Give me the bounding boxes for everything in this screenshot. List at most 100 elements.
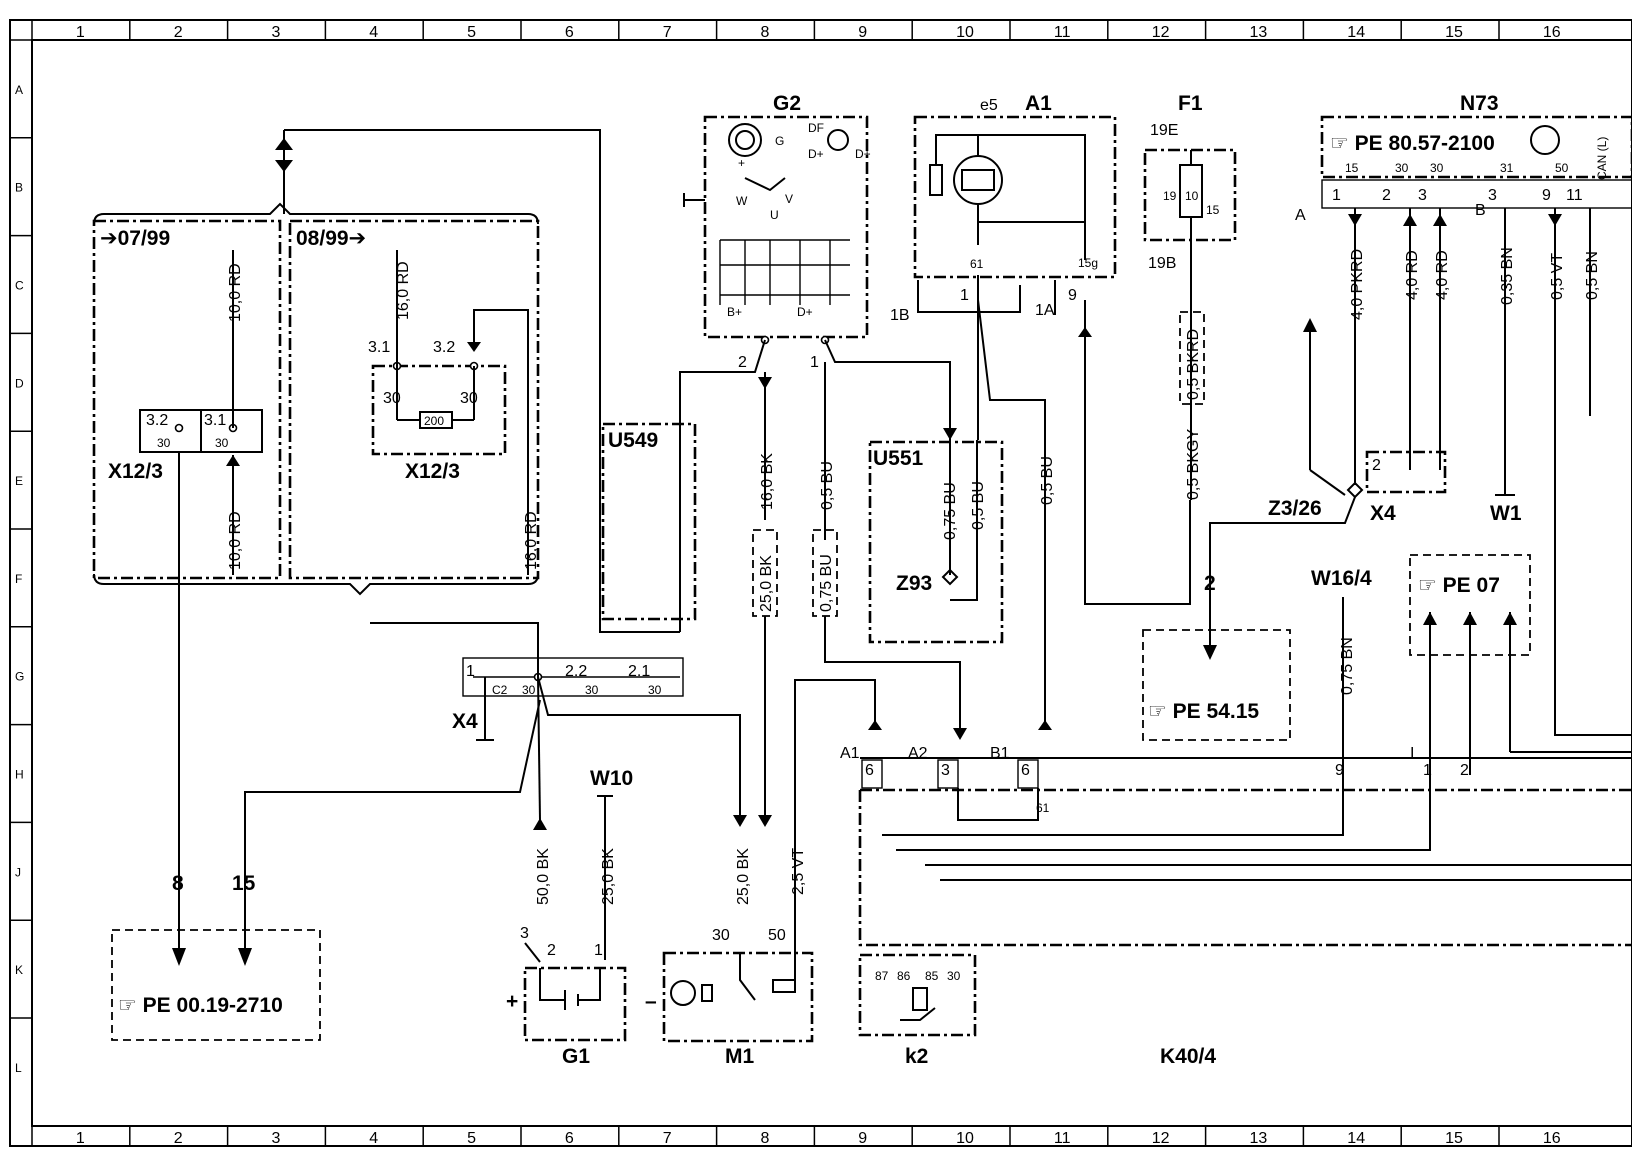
svg-text:B: B <box>1475 202 1486 219</box>
x4-main-label: X4 <box>452 710 478 733</box>
wire-50bk: 50,0 BK <box>535 848 552 905</box>
svg-text:31: 31 <box>1500 161 1514 175</box>
svg-text:2: 2 <box>1372 457 1381 474</box>
column-label: 7 <box>663 24 672 41</box>
wire-box-05bkrd <box>1179 311 1205 405</box>
svg-text:B+: B+ <box>727 305 742 319</box>
column-label: 7 <box>663 1130 672 1147</box>
svg-text:9: 9 <box>1068 287 1077 304</box>
x12-3-variant-group: ➔07/99 08/99➔ 3.2 3.1 30 30 X12/3 10,0 R… <box>92 202 540 596</box>
column-label: 5 <box>467 1130 476 1147</box>
column-label: 14 <box>1347 24 1365 41</box>
x12-3-mid-connector <box>371 364 507 456</box>
row-label: G <box>15 670 24 684</box>
x4-right-connector <box>1365 450 1447 494</box>
svg-text:61: 61 <box>970 257 984 271</box>
svg-text:2.2: 2.2 <box>565 663 587 680</box>
svg-text:2.1: 2.1 <box>628 663 650 680</box>
pe-00-19-box <box>111 929 321 1041</box>
svg-text:30: 30 <box>157 436 171 450</box>
svg-text:10: 10 <box>1185 189 1199 203</box>
svg-text:30: 30 <box>648 683 662 697</box>
wire-4rd-1: 4,0 RD <box>1404 250 1421 300</box>
g2-alternator: G2 G DF D+ D+ + W V U B+ D+ <box>683 92 871 345</box>
k2-label: k2 <box>905 1045 928 1068</box>
svg-text:2: 2 <box>547 942 556 959</box>
pe-80-57-ref: ☞ PE 80.57-2100 <box>1330 132 1495 155</box>
column-label: 16 <box>1543 24 1561 41</box>
row-label: K <box>15 963 23 977</box>
svg-text:9: 9 <box>1335 762 1344 779</box>
svg-text:30: 30 <box>585 683 599 697</box>
wire-05bu-g2: 0,5 BU <box>819 461 836 510</box>
column-label: 12 <box>1152 1130 1170 1147</box>
grid-frame <box>9 19 1632 1147</box>
svg-text:3.2: 3.2 <box>433 339 455 356</box>
variant-box-0899 <box>288 219 540 580</box>
wire-4pkrd: 4,0 PKRD <box>1349 249 1366 320</box>
pe-54-15-ref: ☞ PE 54.15 <box>1148 700 1259 723</box>
wire-05vt: 0,5 VT <box>1549 253 1566 300</box>
svg-text:1: 1 <box>594 942 603 959</box>
svg-text:86: 86 <box>897 969 911 983</box>
svg-text:D+: D+ <box>797 305 813 319</box>
wire-05bn: 0,5 BN <box>1584 251 1601 300</box>
wire-075bn: 0,75 BN <box>1339 637 1356 695</box>
svg-text:2: 2 <box>1460 762 1469 779</box>
variant-label-0799: ➔07/99 <box>100 227 170 250</box>
f1-label: F1 <box>1178 92 1203 115</box>
column-label: 2 <box>174 24 183 41</box>
wire-035bn: 0,35 BN <box>1499 247 1516 305</box>
z93-label: Z93 <box>896 572 932 595</box>
column-label: 1 <box>76 24 85 41</box>
wire-25vt: 2,5 VT <box>790 848 807 895</box>
svg-text:61: 61 <box>1036 801 1050 815</box>
svg-text:3.1: 3.1 <box>204 412 226 429</box>
svg-text:1: 1 <box>1423 762 1432 779</box>
svg-text:9: 9 <box>1542 187 1551 204</box>
svg-text:30: 30 <box>383 390 401 407</box>
terminal-15: 15 <box>232 872 256 895</box>
wire-25bk-w10: 25,0 BK <box>600 848 617 905</box>
svg-text:0,5 BKRD: 0,5 BKRD <box>1185 329 1202 400</box>
svg-text:3: 3 <box>520 925 529 942</box>
wire-05bkgy: 0,5 BKGY <box>1185 429 1202 500</box>
svg-text:1B: 1B <box>890 307 910 324</box>
variant-box-0799 <box>92 219 282 580</box>
row-label: A <box>15 83 23 97</box>
svg-text:1: 1 <box>1332 187 1341 204</box>
svg-text:50: 50 <box>768 927 786 944</box>
k2-box <box>858 953 977 1037</box>
svg-text:V: V <box>785 192 793 206</box>
f1-fuse: F1 19E 19B 19 10 15 0,5 BKRD 0,5 BKGY <box>1143 92 1237 500</box>
column-label: 12 <box>1152 24 1170 41</box>
k40-4-module: A1 A2 B1 I 6 3 6 61 9 1 2 k2 87 86 85 30… <box>840 745 1632 1068</box>
row-label: E <box>15 474 23 488</box>
x4-right-label: X4 <box>1370 502 1396 525</box>
x4-main-connector: 1 C2 30 2.2 30 2.1 30 X4 <box>452 657 684 741</box>
w1-label: W1 <box>1490 502 1522 525</box>
svg-text:1: 1 <box>466 663 475 680</box>
column-label: 4 <box>369 24 378 41</box>
svg-text:1: 1 <box>810 354 819 371</box>
wire-16rd-top: 16,0 RD <box>395 261 412 320</box>
g2-box <box>703 115 869 339</box>
g1-label: G1 <box>562 1045 590 1068</box>
terminal-8: 8 <box>172 872 184 895</box>
wire-10rd-bottom: 10,0 RD <box>227 511 244 570</box>
svg-text:D+: D+ <box>808 147 824 161</box>
column-label: 1 <box>76 1130 85 1147</box>
svg-text:200: 200 <box>424 414 444 428</box>
svg-text:0,75 BU: 0,75 BU <box>818 554 835 612</box>
svg-text:19: 19 <box>1163 189 1177 203</box>
row-ticks <box>10 39 32 1019</box>
a1-label: A1 <box>1025 92 1052 115</box>
svg-text:50: 50 <box>1555 161 1569 175</box>
svg-text:19E: 19E <box>1150 122 1178 139</box>
row-label: F <box>15 572 22 586</box>
svg-text:B1: B1 <box>990 745 1010 762</box>
wire-05bu-u551: 0,5 BU <box>970 481 987 530</box>
u549-box <box>601 422 697 621</box>
wire-4rd-2: 4,0 RD <box>1434 250 1451 300</box>
